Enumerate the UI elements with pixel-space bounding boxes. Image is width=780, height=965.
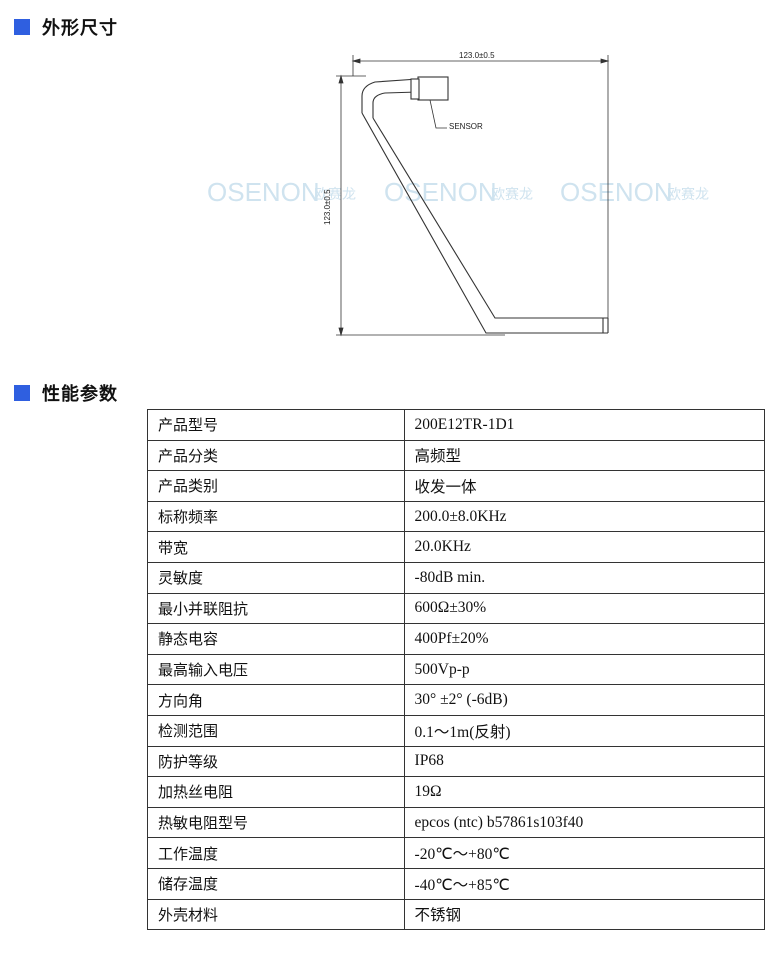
- param-name-cell: 标称频率: [147, 500, 405, 533]
- height-dimension: [336, 74, 505, 337]
- section-marker: [14, 19, 30, 35]
- param-value-cell: 19Ω: [403, 776, 766, 808]
- watermark-cn-2: 欧赛龙: [491, 187, 533, 203]
- param-name-cell: 热敏电阻型号: [147, 806, 405, 839]
- param-value-cell: 高频型: [403, 439, 766, 472]
- watermark-cn-3: 欧赛龙: [667, 187, 709, 203]
- param-value-cell: epcos (ntc) b57861s103f40: [403, 806, 766, 839]
- sensor-label: SENSOR: [449, 122, 483, 131]
- table-row: 外壳材料不锈钢: [147, 898, 766, 931]
- section-marker: [14, 385, 30, 401]
- param-name-cell: 静态电容: [147, 623, 405, 655]
- param-value-cell: 400Pf±20%: [403, 623, 766, 655]
- section-title-dimensions: 外形尺寸: [42, 18, 118, 39]
- param-name-cell: 储存温度: [147, 867, 405, 900]
- table-row: 灵敏度-80dB min.: [147, 561, 766, 594]
- param-name-cell: 产品型号: [147, 409, 405, 441]
- param-value-cell: 不锈钢: [403, 898, 766, 931]
- param-value-cell: 500Vp-p: [403, 653, 766, 686]
- param-name-cell: 最高输入电压: [147, 653, 405, 686]
- table-row: 工作温度-20℃～+80℃: [147, 837, 766, 869]
- sensor-head: [410, 76, 449, 101]
- table-row: 产品分类高频型: [147, 439, 766, 472]
- param-value-cell: -40℃～+85℃: [403, 867, 766, 900]
- param-value-cell: -20℃～+80℃: [403, 837, 766, 869]
- param-value-cell: 收发一体: [403, 470, 766, 502]
- param-name-cell: 加热丝电阻: [147, 776, 405, 808]
- param-name-cell: 产品类别: [147, 470, 405, 502]
- section-header-dimensions: 外形尺寸: [14, 15, 118, 39]
- param-name-cell: 产品分类: [147, 439, 405, 472]
- dimension-drawing: OSENON 欧赛龙 OSENON 欧赛龙 OSENON 欧赛龙 123.0±0…: [207, 51, 709, 337]
- watermark-latin-3: OSENON: [560, 177, 673, 207]
- sensor-pipe-outline: [361, 78, 609, 334]
- watermark-latin-1: OSENON: [207, 177, 320, 207]
- param-name-cell: 带宽: [147, 531, 405, 563]
- param-value-cell: 200E12TR-1D1: [403, 409, 766, 441]
- param-value-cell: IP68: [403, 745, 766, 778]
- table-row: 产品类别收发一体: [147, 470, 766, 502]
- param-value-cell: 600Ω±30%: [403, 592, 766, 625]
- param-value-cell: 20.0KHz: [403, 531, 766, 563]
- param-name-cell: 工作温度: [147, 837, 405, 869]
- param-value-cell: 0.1～1m(反射): [403, 714, 766, 747]
- param-value-cell: 30° ±2° (-6dB): [403, 684, 766, 716]
- table-row: 储存温度-40℃～+85℃: [147, 867, 766, 900]
- param-name-cell: 最小并联阻抗: [147, 592, 405, 625]
- param-name-cell: 防护等级: [147, 745, 405, 778]
- watermark-cn-1: 欧赛龙: [314, 187, 356, 203]
- param-name-cell: 外壳材料: [147, 898, 405, 931]
- height-label: 123.0±0.5: [323, 189, 332, 225]
- param-name-cell: 方向角: [147, 684, 405, 716]
- section-header-performance: 性能参数: [14, 381, 118, 405]
- watermark: OSENON 欧赛龙 OSENON 欧赛龙 OSENON 欧赛龙: [207, 177, 709, 207]
- watermark-latin-2: OSENON: [384, 177, 497, 207]
- param-value-cell: -80dB min.: [403, 561, 766, 594]
- width-label: 123.0±0.5: [459, 51, 495, 60]
- sensor-leader-line: [429, 99, 447, 129]
- width-dimension: [351, 55, 610, 318]
- param-name-cell: 检测范围: [147, 714, 405, 747]
- section-title-performance: 性能参数: [42, 384, 118, 405]
- param-name-cell: 灵敏度: [147, 561, 405, 594]
- param-value-cell: 200.0±8.0KHz: [403, 500, 766, 533]
